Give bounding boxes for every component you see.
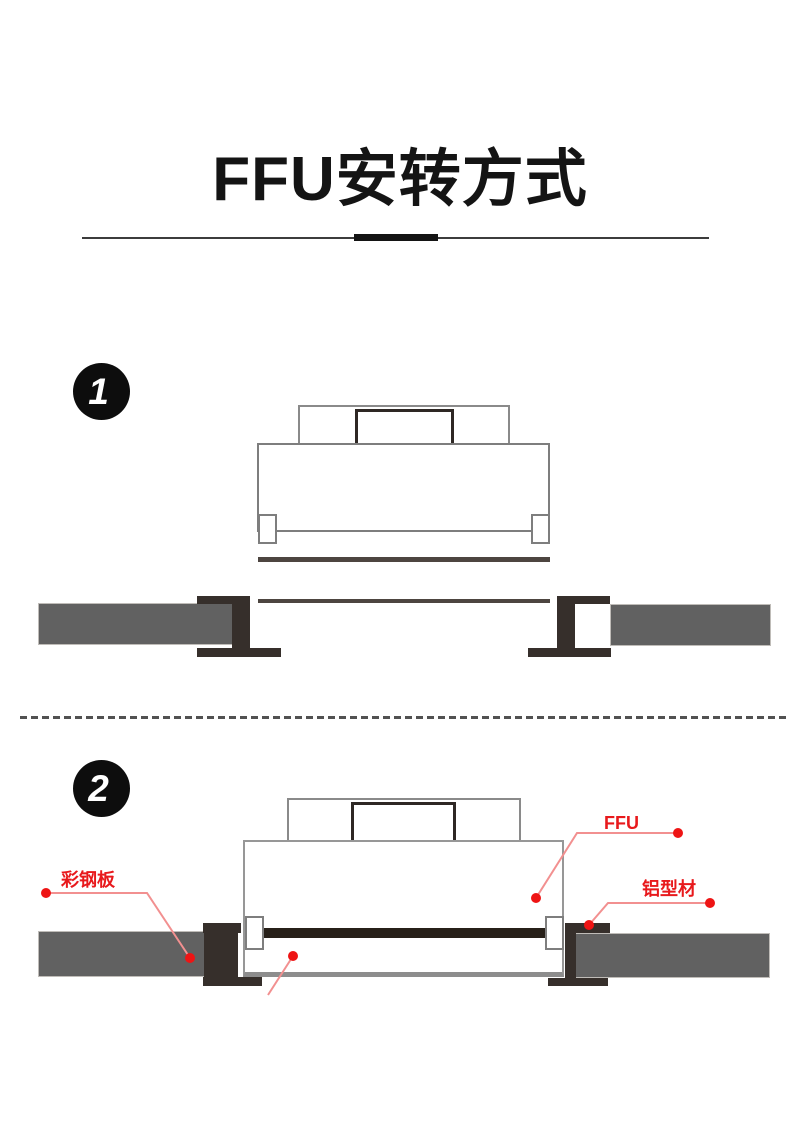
dot-caigangban-panel [185,953,195,963]
d2-right-ceiling-panel [566,933,770,978]
d1-left-profile-cap [197,596,250,604]
d1-left-flange [258,514,277,544]
d1-right-ceiling-panel [610,604,771,646]
step-1-number: 1 [88,370,109,412]
d2-left-profile-vertical [204,923,238,977]
dot-ffu-body [531,893,541,903]
dot-ffu-label [673,828,683,838]
section-separator-dashed-line [20,716,786,719]
dot-filter-area [288,951,298,961]
step-1-badge: 1 [73,363,130,420]
dot-caigangban-label [41,888,51,898]
d1-fan-motor-box [355,409,454,445]
d1-right-profile-cap [557,596,610,604]
d1-right-flange [531,514,550,544]
d2-left-profile-foot [203,977,262,986]
d2-filter-seal-bar [261,928,548,938]
d1-right-profile-foot [528,648,611,657]
label-ffu: FFU [604,813,639,833]
d1-left-ceiling-panel [38,603,234,645]
d1-left-profile-foot [197,648,281,657]
leader-lvxingcai [588,902,710,926]
d2-right-flange [545,916,564,950]
dot-lvxingcai-label [705,898,715,908]
d2-right-profile-vertical [565,933,576,978]
label-color-steel-panel: 彩钢板 [61,870,115,890]
d1-ffu-body [257,443,550,532]
d1-filter-section [258,557,550,603]
d2-left-flange [245,916,264,950]
title-divider-accent [354,234,438,241]
d2-fan-motor-box [351,802,456,842]
dot-lvxingcai-profile [584,920,594,930]
page-title: FFU安转方式 [212,145,588,214]
label-aluminum-profile: 铝型材 [642,879,696,899]
d1-left-profile-vertical [232,596,250,652]
d2-ffu-body [243,840,564,977]
step-2-badge: 2 [73,760,130,817]
d2-right-profile-foot [548,978,608,986]
d1-right-profile-vertical [557,596,575,652]
step-2-number: 2 [88,767,109,809]
